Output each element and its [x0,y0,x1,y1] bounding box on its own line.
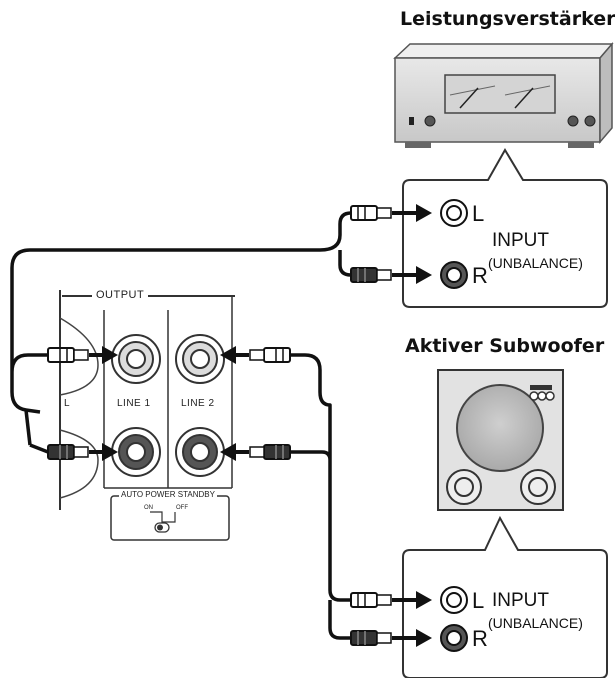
jack-line1-l [111,334,161,384]
amp-jack-l [440,199,468,227]
amp-jack-r [440,261,468,289]
subwoofer-title: Aktiver Subwoofer [405,335,605,357]
jack-line1-r [111,427,161,477]
rear-panel [59,290,235,541]
rca-plug-line1-l [47,347,89,363]
sub-jack-r [440,624,468,652]
line1-label: LINE 1 [117,398,151,409]
rca-plug-line1-r [47,444,89,460]
rca-plug-sub-l [350,592,392,608]
knob-icon [567,115,579,127]
auto-power-standby-box [110,495,230,541]
rca-plug-line2-l [249,347,291,363]
power-switch-icon [409,117,414,125]
rca-plug-line2-r [249,444,291,460]
amp-input-label: INPUT [492,230,549,251]
sub-input-label: INPUT [492,590,549,611]
standby-off-label: OFF [176,505,188,511]
sub-input-sublabel: (UNBALANCE) [488,615,583,631]
amp-input-left-label: L [472,201,485,226]
rca-plug-amp-r [350,267,392,283]
amp-input-sublabel: (UNBALANCE) [488,255,583,271]
jack-line2-r [175,427,225,477]
sub-input-left-label: L [472,588,485,613]
vu-meter-panel [444,74,556,114]
rca-plug-amp-l [350,205,392,221]
output-label: OUTPUT [92,289,149,301]
jack-line2-l [175,334,225,384]
cables [10,211,352,640]
knob-icon [584,115,596,127]
sub-input-right-label: R [472,626,488,651]
power-amplifier [393,41,614,148]
amp-input-callout [402,148,608,308]
knob-icon [424,115,436,127]
line2-label: LINE 2 [181,398,215,409]
auto-power-standby-label: AUTO POWER STANDBY [119,490,217,499]
partial-channel-label: L [64,398,71,409]
subwoofer [437,369,564,511]
power-amp-title: Leistungsverstärker [400,8,615,30]
amp-input-right-label: R [472,263,488,288]
sub-jack-l [440,586,468,614]
arrows [89,204,432,647]
rca-plug-sub-r [350,630,392,646]
standby-on-label: ON [144,505,153,511]
